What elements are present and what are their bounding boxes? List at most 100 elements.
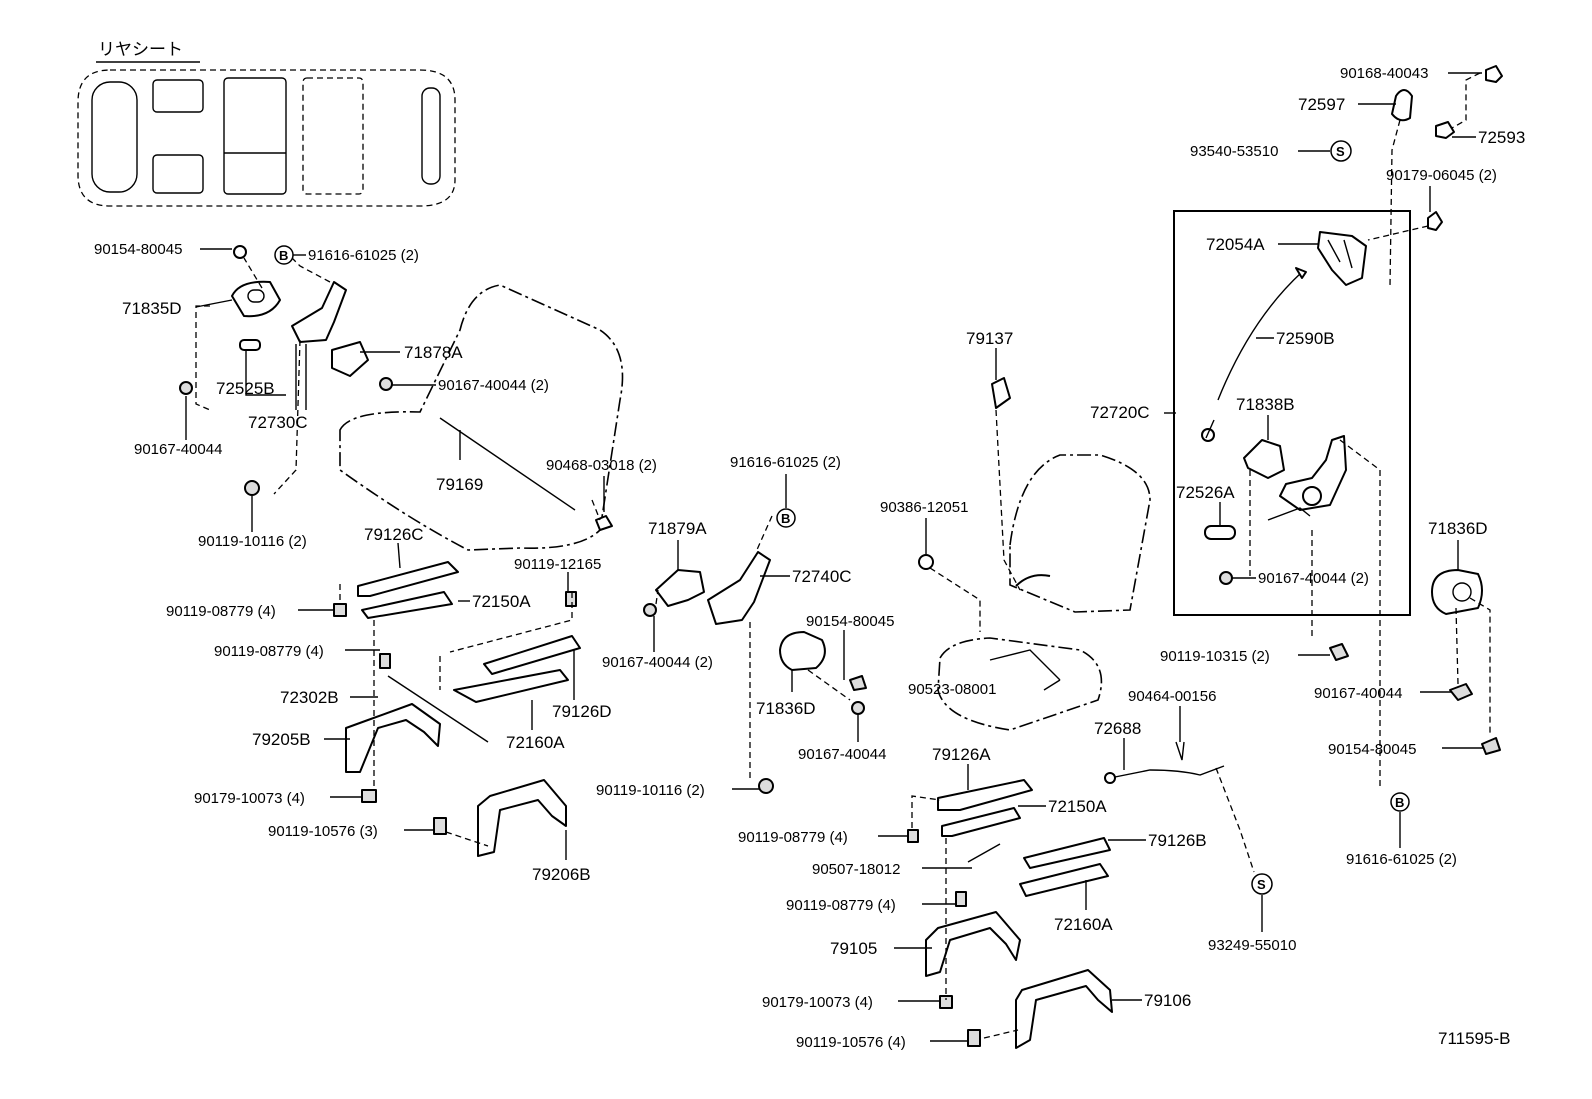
label-72160A-center: 72160A	[1054, 915, 1113, 934]
bolt-90119-10116-left	[244, 480, 260, 496]
headrest-hook	[1015, 574, 1051, 587]
inset-title: リヤシート	[98, 40, 183, 59]
label-90167-40044-left-2: 90167-40044 (2)	[438, 377, 549, 394]
label-90119-10576-center: 90119-10576 (4)	[796, 1034, 906, 1051]
label-90119-08779-center-2: 90119-08779 (4)	[786, 897, 896, 914]
bolt-90154-80045-mid	[849, 675, 867, 691]
cover-71878A	[331, 341, 369, 377]
bolt-90119-10116-mid	[758, 778, 774, 794]
bolt-90167-40044-mid	[851, 701, 865, 715]
third-row-seat	[302, 77, 364, 195]
seat-cushion-outline-center	[937, 637, 1103, 731]
cap-72525B	[239, 339, 261, 351]
label-90167-40044-mid-2: 90167-40044 (2)	[602, 654, 713, 671]
svg-text:B: B	[1395, 795, 1404, 810]
leg-79105	[925, 911, 1021, 977]
label-91616-61025-right: 91616-61025 (2)	[1346, 851, 1457, 868]
front-seat-left	[152, 79, 204, 113]
part-labels: 90168-40043 72597 72593 93540-53510 9017…	[94, 65, 1525, 1051]
label-90119-08779-center-1: 90119-08779 (4)	[738, 829, 848, 846]
label-90119-10116-left: 90119-10116 (2)	[198, 533, 307, 550]
label-72526A: 72526A	[1176, 483, 1235, 502]
hook-79137	[991, 377, 1011, 409]
label-91616-61025-mid: 91616-61025 (2)	[730, 454, 841, 471]
bolt-90167-40044-left	[179, 381, 193, 395]
bolt-left-90119-12165	[565, 591, 577, 607]
bolt-left-2	[379, 653, 391, 669]
label-93249-55010: 93249-55010	[1208, 937, 1296, 954]
symbol-b-right: B	[1390, 792, 1410, 812]
cable-72590B	[1201, 267, 1307, 442]
bolt-center-1	[907, 829, 919, 843]
clip-90464-00156	[1175, 741, 1185, 761]
seat-rails-left	[357, 561, 581, 743]
leg-79206B	[477, 779, 567, 857]
label-90119-10576-left: 90119-10576 (3)	[268, 823, 378, 840]
assembly-dashed-lines	[195, 72, 1491, 1039]
cable-72688	[1109, 765, 1225, 779]
bolt-90168-40043	[1485, 65, 1503, 83]
label-79126D: 79126D	[552, 702, 612, 721]
label-90167-40044-mid: 90167-40044	[798, 746, 886, 763]
label-72720C: 72720C	[1090, 403, 1150, 422]
label-90119-12165: 90119-12165	[514, 556, 601, 573]
label-90386-12051: 90386-12051	[880, 499, 968, 516]
label-72730C: 72730C	[248, 413, 308, 432]
svg-text:S: S	[1336, 144, 1345, 159]
label-91616-61025-left: 91616-61025 (2)	[308, 247, 419, 264]
label-79137: 79137	[966, 329, 1013, 348]
nut-90179-06045	[1427, 211, 1443, 231]
cap-72526A	[1204, 525, 1236, 540]
symbol-b-mid: B	[776, 508, 796, 528]
symbol-s-top: S	[1330, 140, 1352, 162]
symbol-s-bottom: S	[1251, 873, 1273, 895]
bolt-in-box	[1219, 571, 1233, 585]
label-90464-00156: 90464-00156	[1128, 688, 1216, 705]
label-79105: 79105	[830, 939, 877, 958]
label-90167-40044-left: 90167-40044	[134, 441, 222, 458]
seatback-outline-left	[339, 284, 624, 551]
cover-71835D-slot	[247, 289, 265, 303]
windshield	[91, 81, 138, 193]
label-90119-10116-mid: 90119-10116 (2)	[596, 782, 705, 799]
label-90119-08779-left-1: 90119-08779 (4)	[166, 603, 276, 620]
svg-text:S: S	[1257, 877, 1266, 892]
leader-lines	[185, 72, 1484, 1042]
svg-text:B: B	[279, 248, 288, 263]
bolt-90167-40044-right	[1449, 683, 1473, 701]
hinge-72740C	[707, 551, 771, 625]
label-90154-80045-right: 90154-80045	[1328, 741, 1416, 758]
bolt-90154-80045-left	[233, 245, 247, 259]
label-90168-40043: 90168-40043	[1340, 65, 1428, 82]
seatback-outline-center	[1009, 454, 1151, 613]
vehicle-seat-layout-inset: リヤシート	[77, 40, 456, 207]
label-72688: 72688	[1094, 719, 1141, 738]
leg-79205B	[345, 703, 441, 773]
cushion-hook	[989, 649, 1061, 681]
label-90119-08779-left-2: 90119-08779 (4)	[214, 643, 324, 660]
label-79126C: 79126C	[364, 525, 424, 544]
label-90179-10073-center: 90179-10073 (4)	[762, 994, 873, 1011]
latch-mechanism	[1267, 435, 1347, 521]
label-90154-80045-mid: 90154-80045	[806, 613, 894, 630]
label-79126A: 79126A	[932, 745, 991, 764]
label-71879A: 71879A	[648, 519, 707, 538]
label-71836D-mid: 71836D	[756, 699, 816, 718]
label-90119-10315: 90119-10315 (2)	[1160, 648, 1270, 665]
label-71878A: 71878A	[404, 343, 463, 362]
lever-71838B	[1243, 439, 1285, 479]
label-72525B: 72525B	[216, 379, 275, 398]
hinge-bracket-72054A	[1317, 231, 1367, 286]
cover-71836D-mid	[779, 631, 826, 671]
label-90507-18012: 90507-18012	[812, 861, 900, 878]
label-90154-80045-left: 90154-80045	[94, 241, 182, 258]
label-72150A-left: 72150A	[472, 592, 531, 611]
nut-left-3	[361, 789, 377, 803]
rear-seat-highlighted	[223, 77, 287, 195]
label-72593: 72593	[1478, 128, 1525, 147]
label-72597: 72597	[1298, 95, 1345, 114]
label-79169: 79169	[436, 475, 483, 494]
clip-90468-03018	[595, 515, 613, 531]
label-90468-03018: 90468-03018 (2)	[546, 457, 657, 474]
